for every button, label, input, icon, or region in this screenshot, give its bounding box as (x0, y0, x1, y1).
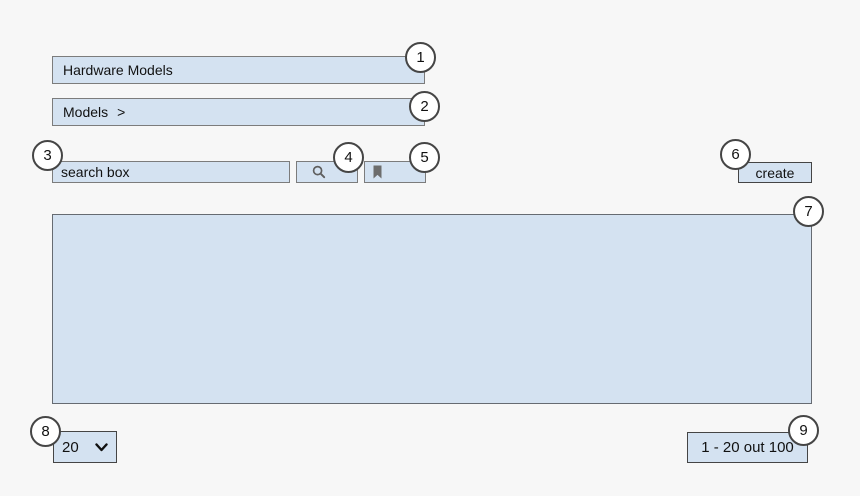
callout-1: 1 (405, 42, 436, 73)
callout-7: 7 (793, 196, 824, 227)
bookmark-icon (372, 165, 383, 179)
pagination-range: 1 - 20 out 100 (687, 432, 808, 463)
search-input[interactable] (52, 161, 290, 183)
create-button-label: create (755, 164, 795, 181)
breadcrumb-separator: > (117, 104, 126, 120)
chevron-down-icon (95, 442, 108, 452)
callout-9: 9 (788, 415, 819, 446)
page-title: Hardware Models (63, 62, 173, 78)
bookmark-button[interactable] (364, 161, 426, 183)
callout-8: 8 (30, 416, 61, 447)
magnifier-icon (312, 165, 326, 179)
callout-3: 3 (32, 140, 63, 171)
pagination-range-label: 1 - 20 out 100 (701, 439, 794, 456)
results-content-area (52, 214, 812, 404)
callout-6: 6 (720, 139, 751, 170)
page-size-value: 20 (62, 438, 79, 456)
page-title-bar: Hardware Models (52, 56, 425, 84)
callout-4: 4 (333, 142, 364, 173)
callout-2: 2 (409, 91, 440, 122)
breadcrumb-item-models[interactable]: Models (63, 104, 109, 120)
callout-5: 5 (409, 142, 440, 173)
page-size-dropdown[interactable]: 20 (53, 431, 117, 463)
breadcrumb[interactable]: Models > (52, 98, 425, 126)
create-button[interactable]: create (738, 162, 812, 183)
